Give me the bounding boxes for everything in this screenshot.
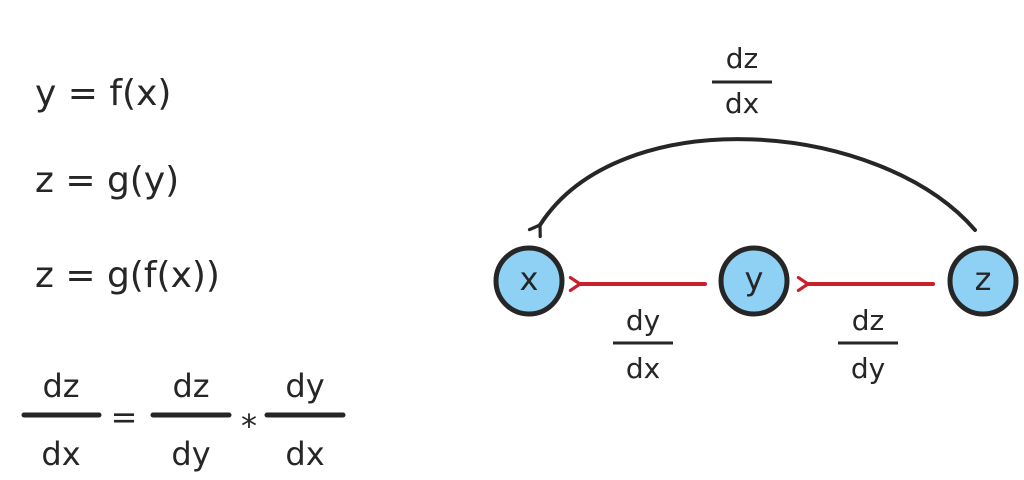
- edge-zx-denominator: dx: [725, 87, 759, 120]
- node-x: x: [493, 245, 565, 317]
- lhs-numerator: dz: [42, 367, 79, 405]
- multiply-sign: *: [241, 407, 257, 445]
- rhs1-denominator: dy: [171, 435, 210, 473]
- equation-y-f-x: y = f(x): [35, 73, 171, 114]
- lhs-denominator: dx: [41, 435, 80, 473]
- node-y: y: [718, 245, 790, 317]
- node-z: z: [947, 245, 1019, 317]
- edge-zy-denominator: dy: [851, 352, 885, 385]
- arrow-z-to-x: [527, 137, 977, 239]
- rhs1-numerator: dz: [172, 367, 209, 405]
- node-y-label: y: [745, 260, 764, 298]
- edge-zx-numerator: dz: [726, 42, 758, 75]
- edge-yx-numerator: dy: [626, 304, 660, 337]
- edge-zy-numerator: dz: [852, 304, 884, 337]
- node-z-label: z: [975, 260, 992, 298]
- node-x-label: x: [520, 260, 539, 298]
- chain-rule-formula: dz dx = dz dy * dy dx: [21, 367, 346, 473]
- equation-z-g-f-x: z = g(f(x)): [35, 255, 220, 296]
- rhs2-numerator: dy: [285, 367, 324, 405]
- equals-sign: =: [111, 398, 138, 436]
- edge-yx-denominator: dx: [626, 352, 660, 385]
- rhs2-denominator: dx: [285, 435, 324, 473]
- equation-z-g-y: z = g(y): [35, 160, 179, 201]
